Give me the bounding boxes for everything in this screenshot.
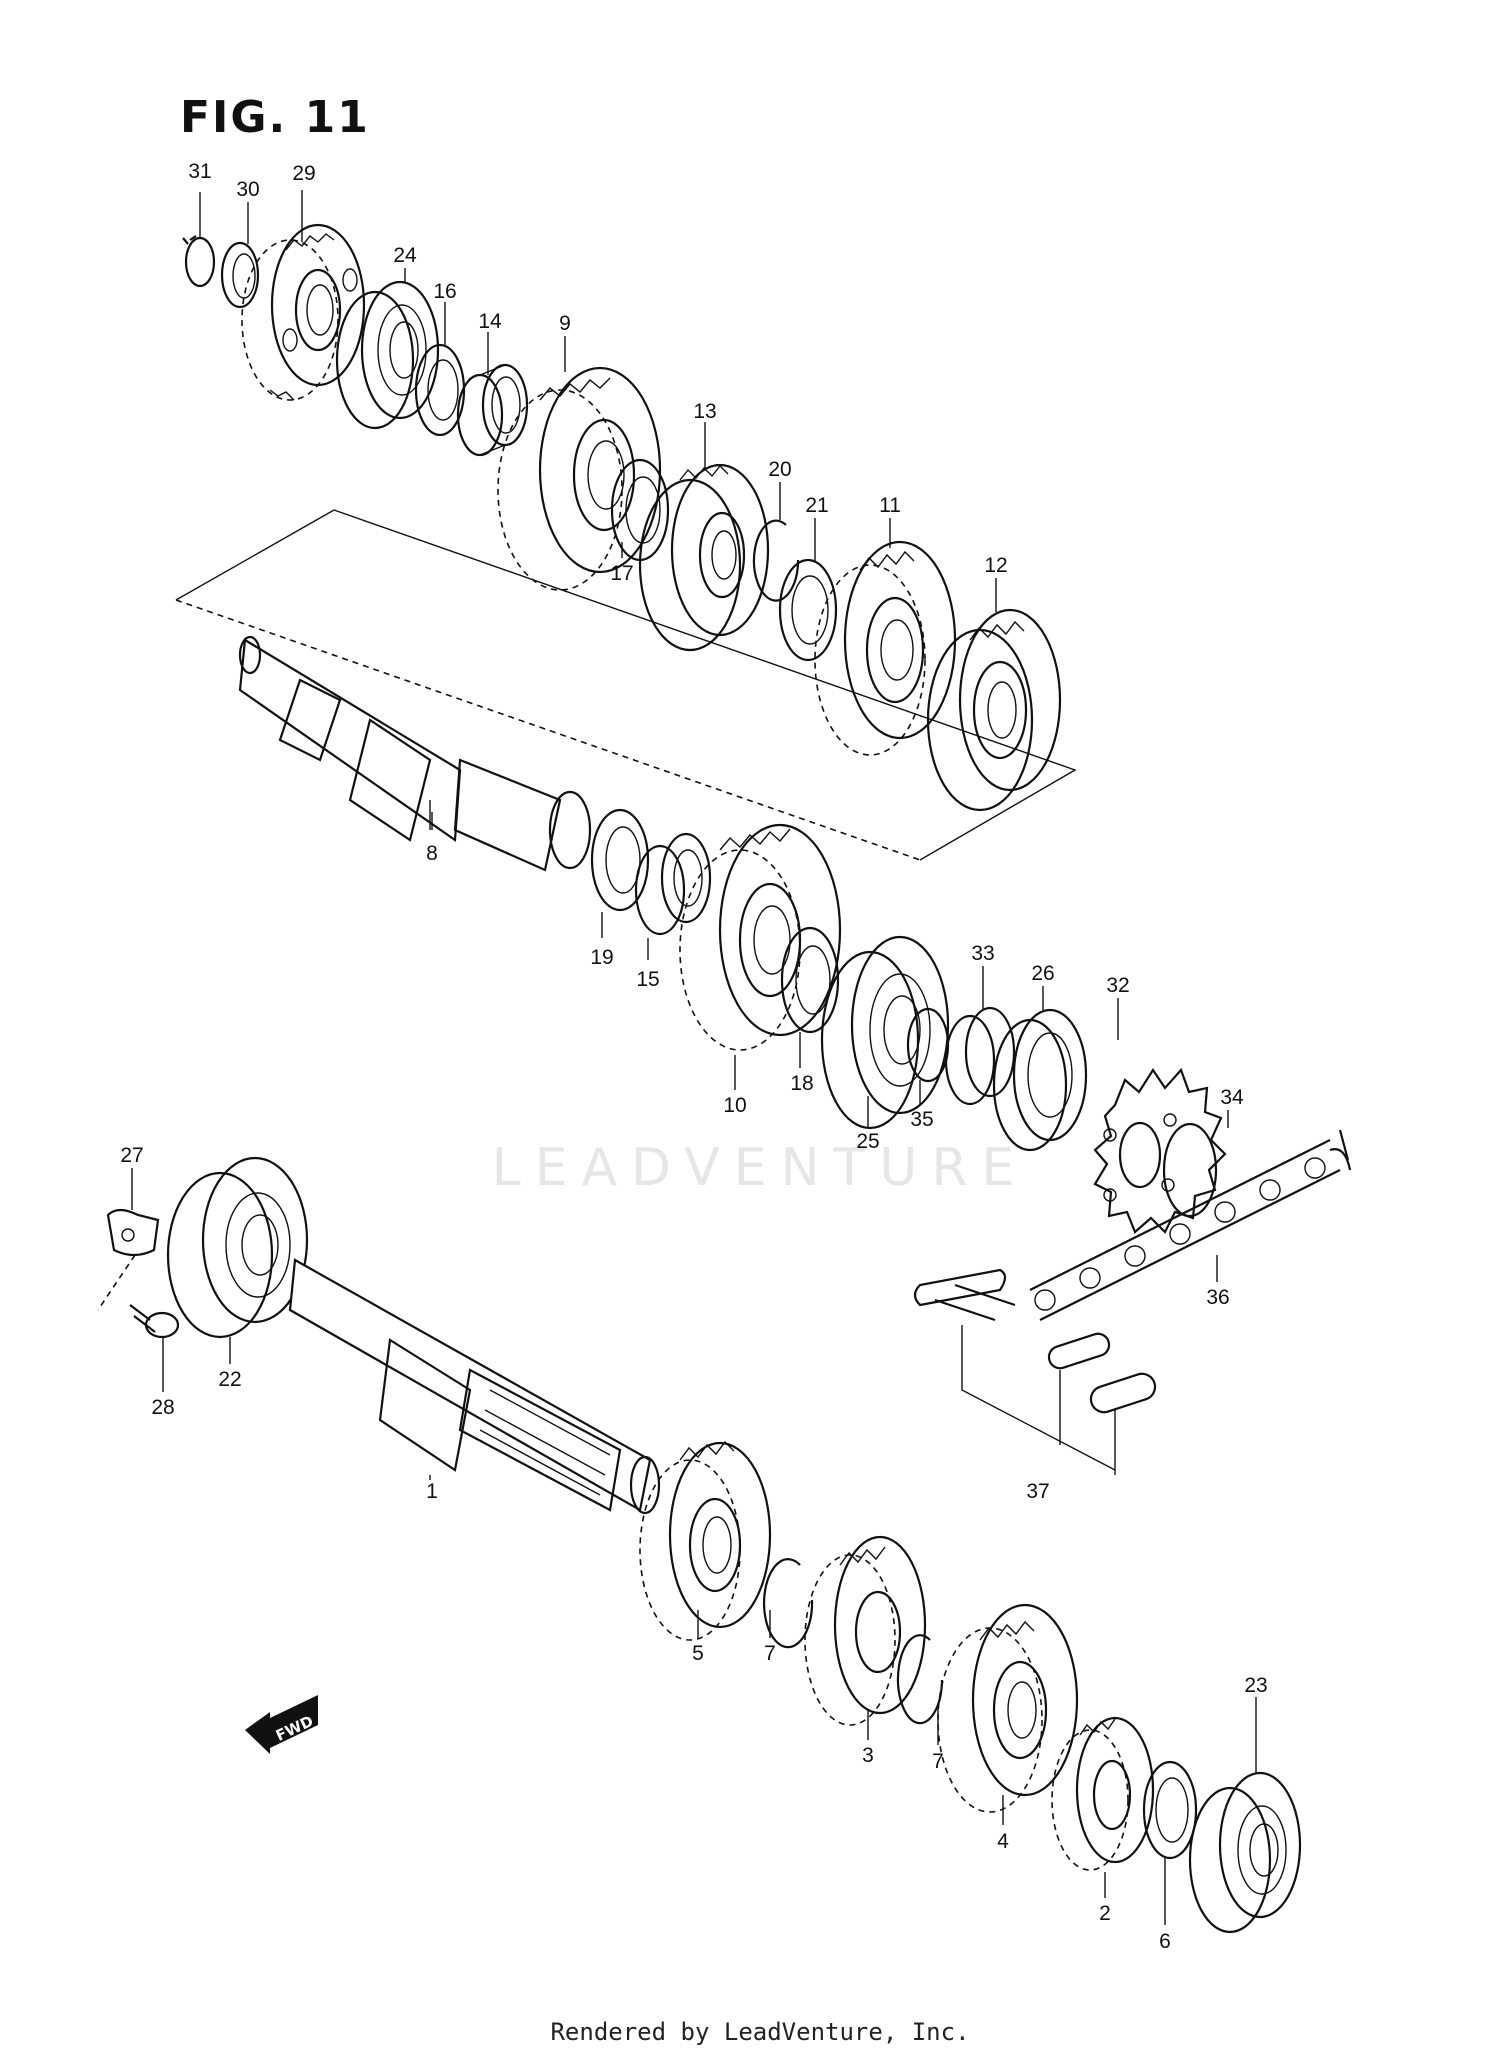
callout-7-a: 7 bbox=[764, 1642, 776, 1665]
part-9-gear bbox=[497, 366, 662, 591]
upper-gear-stack bbox=[182, 223, 1062, 812]
part-13-gear bbox=[638, 463, 770, 652]
callout-31: 31 bbox=[188, 160, 211, 183]
part-20-circlip bbox=[752, 519, 800, 602]
callout-33: 33 bbox=[971, 942, 994, 965]
part-30-washer bbox=[220, 241, 260, 309]
callout-14: 14 bbox=[478, 310, 502, 333]
callout-labels: 31 30 29 24 16 14 9 13 20 21 11 12 17 8 … bbox=[120, 160, 1267, 1953]
callout-24: 24 bbox=[393, 244, 417, 267]
part-28-screw bbox=[129, 1304, 180, 1339]
callout-12: 12 bbox=[984, 554, 1007, 577]
part-36-drive-chain bbox=[1029, 1129, 1352, 1321]
callout-23: 23 bbox=[1244, 1674, 1267, 1697]
part-21-washer bbox=[778, 558, 838, 662]
part-27-retainer bbox=[106, 1208, 160, 1257]
callout-17: 17 bbox=[610, 562, 633, 585]
part-22-bearing bbox=[166, 1156, 309, 1339]
callout-29: 29 bbox=[292, 162, 315, 185]
callout-11: 11 bbox=[879, 494, 901, 517]
callout-37: 37 bbox=[1026, 1480, 1049, 1503]
callout-22: 22 bbox=[218, 1368, 241, 1391]
part-8-countershaft bbox=[238, 635, 592, 872]
part-18-washer bbox=[780, 926, 840, 1034]
part-14-bushing bbox=[456, 363, 529, 457]
callout-3: 3 bbox=[862, 1744, 874, 1767]
callout-10: 10 bbox=[723, 1094, 746, 1117]
middle-gear-stack bbox=[590, 808, 1227, 1234]
figure-title: FIG. 11 bbox=[180, 92, 370, 143]
part-11-gear bbox=[814, 540, 957, 756]
part-2-gear bbox=[1051, 1716, 1155, 1871]
part-3-gear bbox=[804, 1535, 927, 1726]
callout-21: 21 bbox=[805, 494, 828, 517]
callout-19: 19 bbox=[590, 946, 613, 969]
callout-13: 13 bbox=[693, 400, 716, 423]
part-4-gear bbox=[937, 1603, 1079, 1813]
callout-32: 32 bbox=[1106, 974, 1129, 997]
lower-gear-stack bbox=[639, 1440, 1302, 1934]
callout-8: 8 bbox=[426, 842, 438, 865]
part-7-circlip-b bbox=[896, 1634, 944, 1725]
callout-30: 30 bbox=[236, 178, 259, 201]
footer-credit: Rendered by LeadVenture, Inc. bbox=[550, 2018, 969, 2046]
part-35-o-ring bbox=[906, 1007, 950, 1083]
part-32-sprocket bbox=[1093, 1067, 1227, 1234]
part-15-bushing bbox=[634, 832, 712, 936]
part-25-bearing bbox=[820, 935, 950, 1130]
callout-9: 9 bbox=[559, 312, 571, 335]
callout-5: 5 bbox=[692, 1642, 704, 1665]
part-6-washer bbox=[1142, 1760, 1198, 1860]
callout-16: 16 bbox=[433, 280, 456, 303]
callout-1: 1 bbox=[426, 1480, 438, 1503]
callout-4: 4 bbox=[997, 1830, 1009, 1853]
callout-15: 15 bbox=[636, 968, 659, 991]
callout-2: 2 bbox=[1099, 1902, 1111, 1925]
part-34-circlip bbox=[1162, 1122, 1218, 1218]
leader-lines bbox=[131, 190, 1257, 1925]
part-23-bearing bbox=[1188, 1771, 1302, 1934]
part-24-bearing bbox=[335, 280, 440, 430]
part-16-washer bbox=[414, 343, 466, 437]
callout-7-b: 7 bbox=[932, 1750, 944, 1773]
fwd-arrow-icon: FWD bbox=[245, 1695, 318, 1754]
part-33-spacer bbox=[944, 1006, 1016, 1106]
part-26-oil-seal bbox=[992, 1008, 1088, 1152]
callout-28: 28 bbox=[151, 1396, 174, 1419]
part-29-gear bbox=[241, 223, 366, 401]
part-12-gear bbox=[926, 608, 1062, 812]
part-5-gear bbox=[639, 1440, 772, 1641]
watermark: LEADVENTURE bbox=[492, 1138, 1029, 1198]
callout-20: 20 bbox=[768, 458, 791, 481]
assembly-outline bbox=[175, 509, 1077, 861]
callout-6: 6 bbox=[1159, 1930, 1171, 1953]
callout-35: 35 bbox=[910, 1108, 933, 1131]
callout-27: 27 bbox=[120, 1144, 143, 1167]
part-19-washer bbox=[590, 808, 650, 912]
part-1-mainshaft bbox=[288, 1258, 661, 1515]
callout-34: 34 bbox=[1220, 1086, 1244, 1109]
callout-36: 36 bbox=[1206, 1286, 1229, 1309]
callout-25: 25 bbox=[856, 1130, 879, 1153]
part-7-circlip-a bbox=[762, 1558, 814, 1649]
callout-26: 26 bbox=[1031, 962, 1054, 985]
part-10-gear bbox=[679, 823, 842, 1051]
left-bearing-group bbox=[97, 1156, 309, 1339]
part-37-master-link bbox=[913, 1268, 1157, 1471]
callout-18: 18 bbox=[790, 1072, 813, 1095]
part-31-circlip bbox=[182, 235, 216, 288]
